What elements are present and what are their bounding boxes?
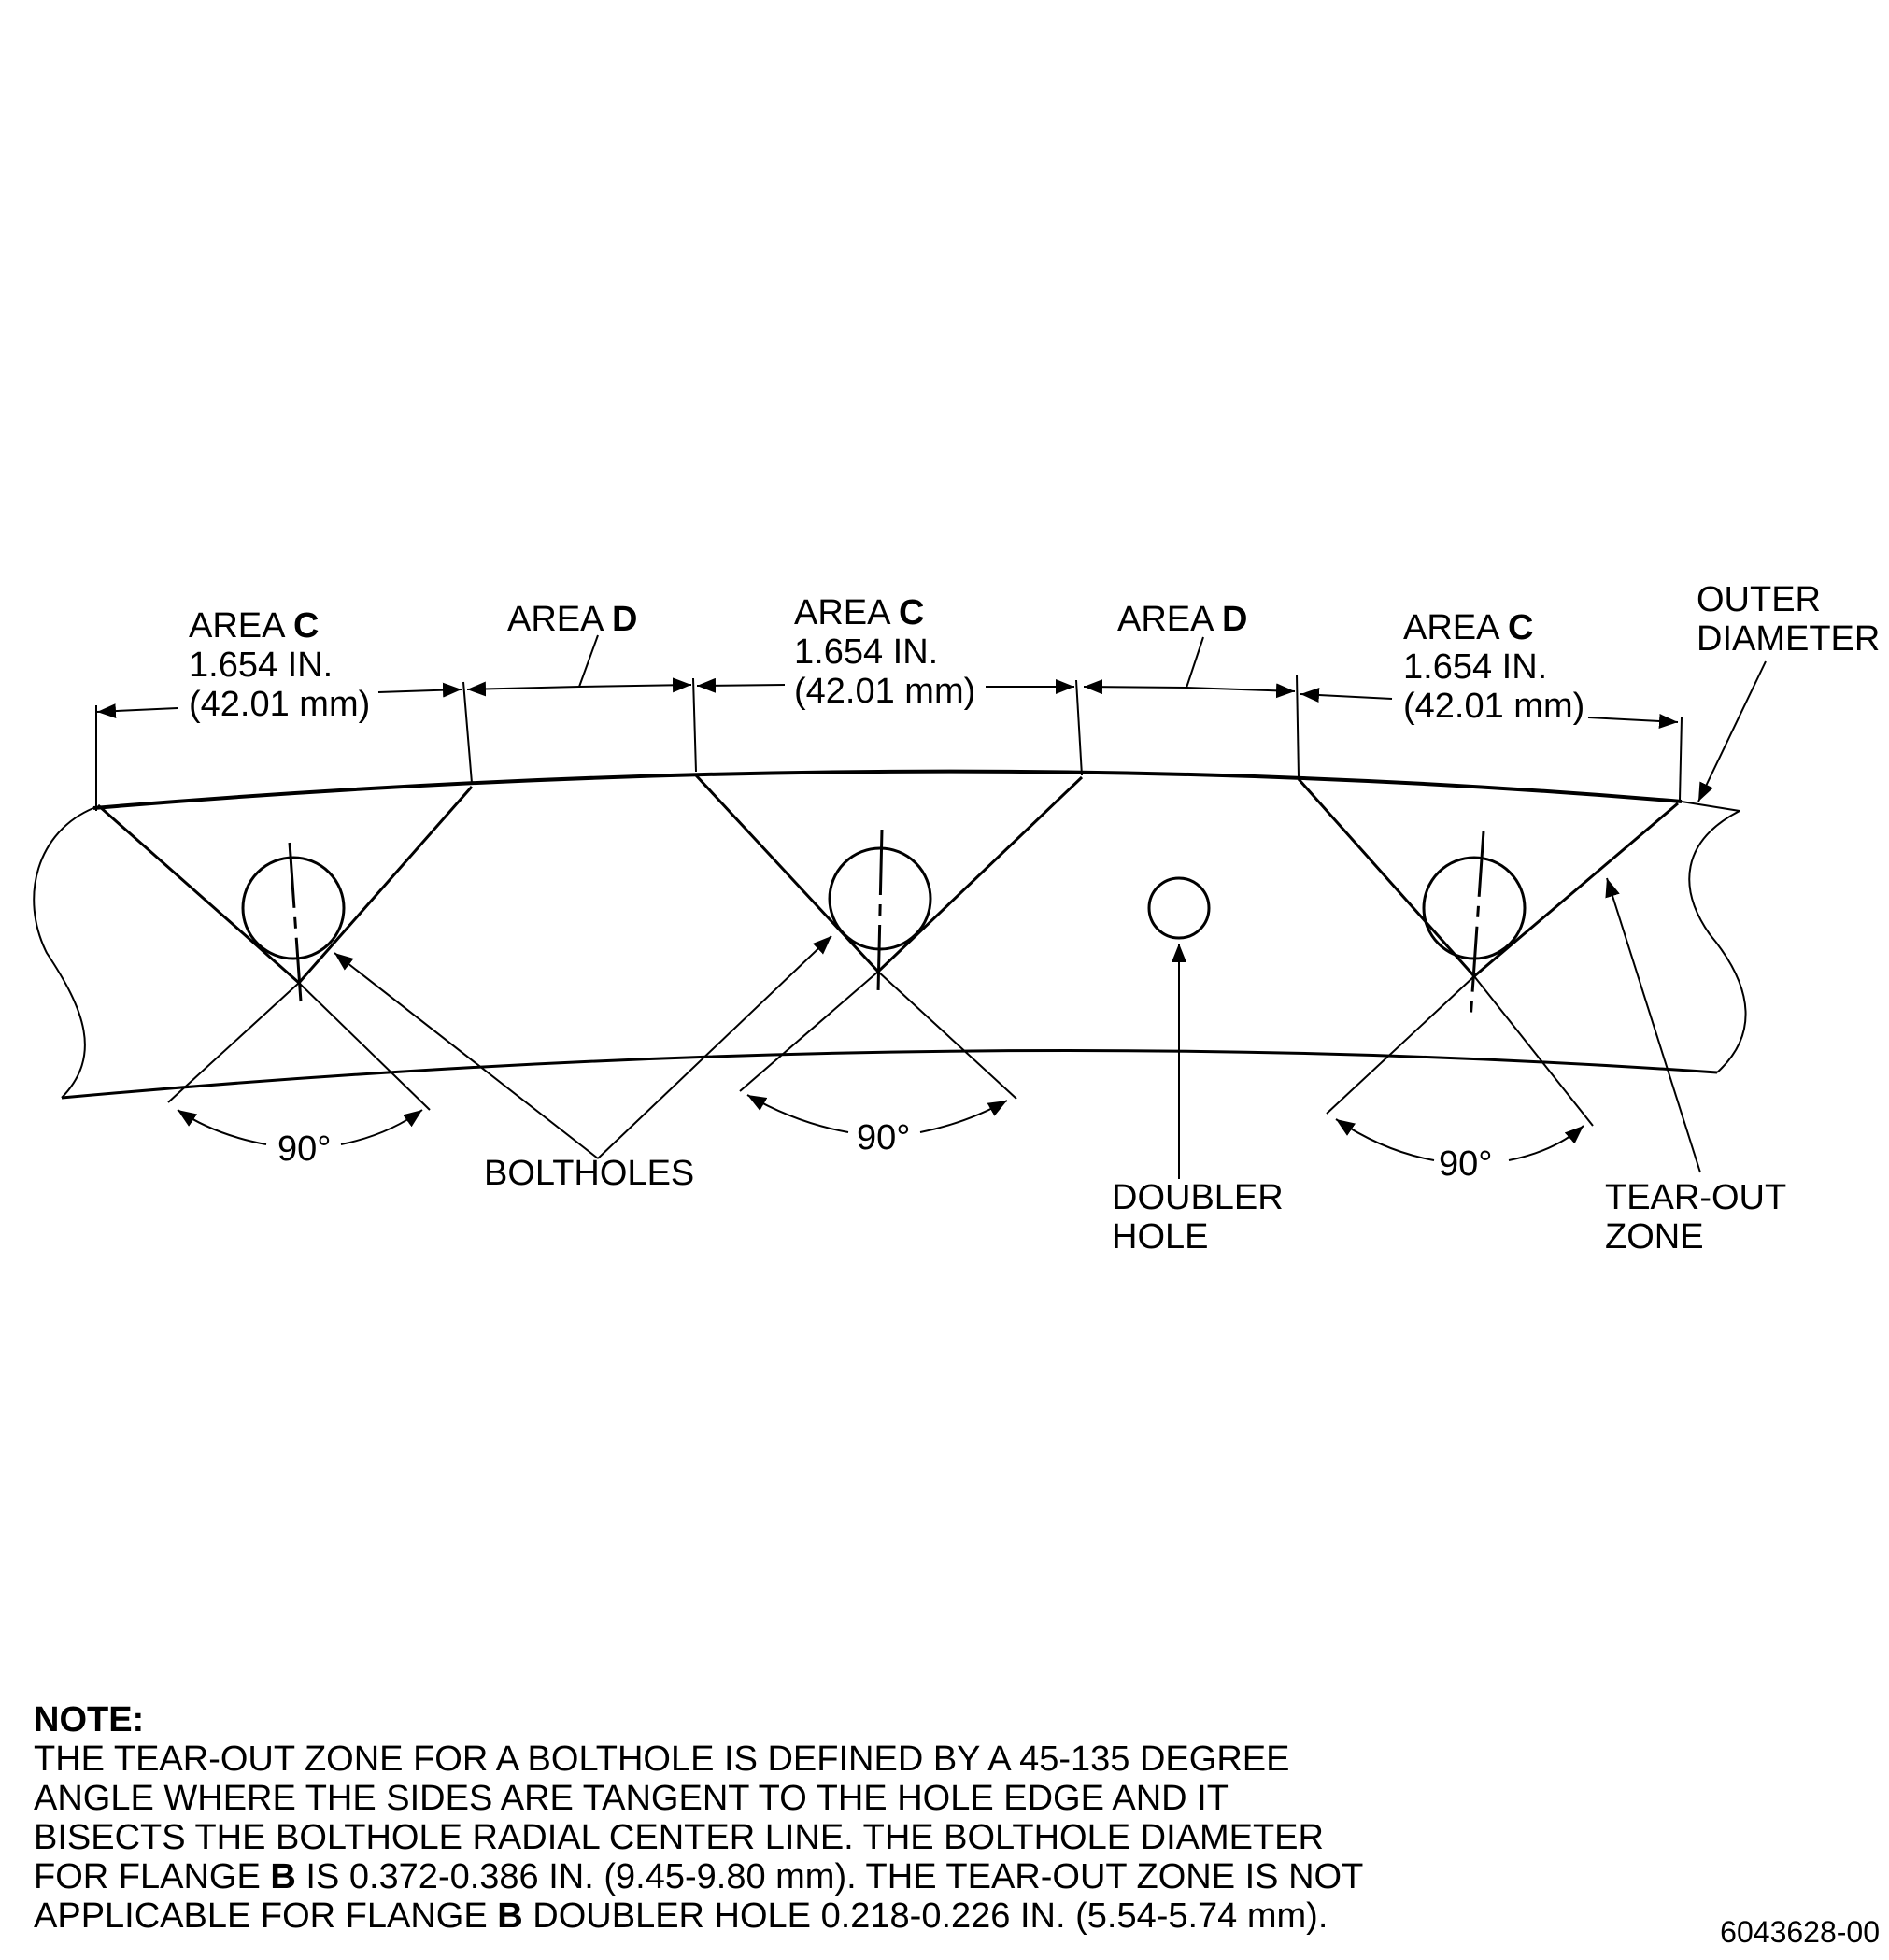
area-c-right-mm: (42.01 mm) [1403, 687, 1584, 726]
dimension-area-d-right [1083, 679, 1296, 699]
dimension-area-c-center [696, 677, 1074, 694]
flange-segment [33, 769, 1747, 1100]
angle-arc-left [177, 1109, 423, 1145]
boltholes-label: BOLTHOLES [484, 1154, 694, 1193]
tearout-zone-center [694, 774, 1084, 974]
dimension-area-c-left [96, 682, 462, 719]
note-block: NOTE: THE TEAR-OUT ZONE FOR A BOLTHOLE I… [34, 1700, 1435, 1936]
inner-diameter-edge [61, 1048, 1718, 1100]
angle-label-left: 90° [277, 1129, 331, 1169]
tearout-zone-label-2: ZONE [1605, 1217, 1704, 1257]
doubler-hole [1147, 876, 1211, 940]
angle-label-center: 90° [857, 1118, 910, 1158]
angle-arc-right [1335, 1118, 1584, 1161]
tearout-zone-left [97, 786, 474, 986]
note-line: APPLICABLE FOR FLANGE B DOUBLER HOLE 0.2… [34, 1896, 1328, 1936]
area-c-left-label: AREA C [189, 606, 319, 646]
dimension-area-c-right [1300, 688, 1679, 729]
tearout-zone-right [1297, 778, 1679, 979]
doubler-hole-label: DOUBLER [1112, 1178, 1284, 1217]
tearout-zone-label: TEAR-OUT [1605, 1178, 1786, 1217]
outer-diameter-label: OUTER [1697, 580, 1821, 619]
boltholes-leader-left [334, 952, 599, 1159]
tearout-zone-leader [1605, 877, 1701, 1173]
flange-break-left [33, 807, 94, 1099]
area-d-left-label: AREA D [507, 600, 637, 639]
area-c-right-label: AREA C [1403, 608, 1533, 647]
area-d-right-label: AREA D [1117, 600, 1247, 639]
dimension-area-d-left [466, 677, 692, 697]
area-c-center-mm: (42.01 mm) [794, 672, 975, 711]
area-c-center-inches: 1.654 IN. [794, 632, 938, 672]
angle-extension-lines [167, 971, 1594, 1127]
area-c-center-label: AREA C [794, 593, 924, 632]
bolthole-center-centerline [876, 829, 884, 993]
angle-label-right: 90° [1439, 1144, 1492, 1184]
note-line: ANGLE WHERE THE SIDES ARE TANGENT TO THE… [34, 1779, 1229, 1818]
area-d-left-leader [578, 634, 599, 688]
flange-break-right [1688, 810, 1747, 1073]
note-line: THE TEAR-OUT ZONE FOR A BOLTHOLE IS DEFI… [34, 1740, 1290, 1779]
bolthole-left [241, 856, 346, 960]
outer-diameter-label-2: DIAMETER [1697, 619, 1880, 659]
boltholes-leader-center [597, 935, 832, 1159]
outer-diameter-edge [92, 769, 1683, 810]
figure-number: 6043628-00 [1720, 1915, 1880, 1949]
bolthole-right-centerline [1469, 831, 1485, 1021]
bolthole-left-centerline [288, 842, 303, 1002]
note-heading: NOTE: [34, 1700, 145, 1740]
area-c-left-inches: 1.654 IN. [189, 646, 333, 685]
area-c-left-mm: (42.01 mm) [189, 685, 370, 724]
outer-diameter-leader [1697, 660, 1767, 802]
note-line: BISECTS THE BOLTHOLE RADIAL CENTER LINE.… [34, 1818, 1324, 1857]
area-d-right-leader [1186, 636, 1204, 689]
outer-edge-end-right [1681, 801, 1740, 812]
doubler-hole-label-2: HOLE [1112, 1217, 1208, 1257]
dimension-extension-lines [95, 674, 1683, 811]
bolthole-right [1422, 856, 1527, 960]
area-c-right-inches: 1.654 IN. [1403, 647, 1547, 687]
note-line: FOR FLANGE B IS 0.372-0.386 IN. (9.45-9.… [34, 1857, 1364, 1896]
angle-arc-center [746, 1094, 1008, 1133]
